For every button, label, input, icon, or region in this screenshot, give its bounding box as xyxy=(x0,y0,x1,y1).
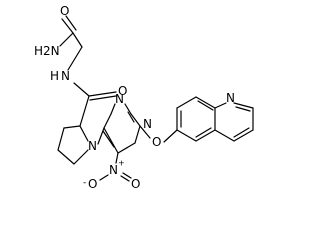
atom-label-pyrimidine-n-top: N xyxy=(115,92,124,106)
bond xyxy=(57,127,65,151)
bond-layer xyxy=(57,15,254,182)
bond xyxy=(89,95,117,101)
bond xyxy=(115,152,119,164)
bond xyxy=(72,32,83,48)
bond xyxy=(103,127,119,154)
bond xyxy=(79,125,89,142)
bond xyxy=(99,174,109,181)
atom-label-nitro-o-right: O xyxy=(131,177,140,191)
bond xyxy=(195,127,212,138)
bond xyxy=(103,113,112,129)
atom-label-ether-o: O xyxy=(152,135,161,149)
bond xyxy=(61,18,74,34)
molecule-canvas: O H2N N H O N N N O N N + O - O xyxy=(34,4,254,191)
bond xyxy=(73,82,90,97)
bond xyxy=(67,46,83,71)
atom-label-nitro-o-left: O xyxy=(88,177,97,191)
bond xyxy=(233,102,254,109)
bond xyxy=(122,172,132,179)
atom-label-amide-terminal-n: H2N xyxy=(34,44,60,58)
bond xyxy=(163,129,178,143)
bond xyxy=(233,127,250,138)
bond xyxy=(65,15,77,31)
bond xyxy=(139,125,151,139)
bond xyxy=(117,142,136,154)
bond xyxy=(195,96,216,109)
bond xyxy=(79,95,90,127)
bond xyxy=(120,175,130,182)
atom-label-carbonyl-o: O xyxy=(118,84,127,98)
atom-label-nitro-o-left-charge: - xyxy=(83,178,86,188)
atom-label-pyrrolidine-n: N xyxy=(88,139,97,153)
bond xyxy=(214,129,235,142)
atom-label-amide-linker-n: N xyxy=(61,69,70,83)
bond xyxy=(233,129,254,142)
bond xyxy=(88,91,117,97)
atom-label-amide-linker-h: H xyxy=(50,69,59,83)
bond xyxy=(176,129,197,142)
bond xyxy=(195,129,216,142)
bond xyxy=(197,100,214,111)
bond xyxy=(124,103,132,115)
atom-label-pyrimidine-n-right: N xyxy=(143,117,152,131)
bond xyxy=(110,103,116,115)
bond xyxy=(73,149,89,165)
bond xyxy=(59,32,74,47)
atom-label-quinoline-n: N xyxy=(226,91,235,105)
bond xyxy=(57,149,75,165)
bond xyxy=(102,130,115,148)
atom-label-nitro-n-charge: + xyxy=(118,159,125,168)
atom-label-amide-terminal-o: O xyxy=(60,4,69,18)
molecule-structure: O H2N N H O N N N O N N + O - O xyxy=(34,4,254,191)
bond xyxy=(214,102,227,109)
bond xyxy=(97,127,105,145)
bond xyxy=(130,113,141,127)
bond xyxy=(63,125,81,129)
bond xyxy=(235,106,251,112)
bond xyxy=(176,96,197,109)
atom-label-nitro-n: N xyxy=(109,163,118,177)
bond xyxy=(134,125,141,144)
bond xyxy=(127,111,135,123)
atom-label-layer: O H2N N H O N N N O N N + O - O xyxy=(34,4,235,191)
